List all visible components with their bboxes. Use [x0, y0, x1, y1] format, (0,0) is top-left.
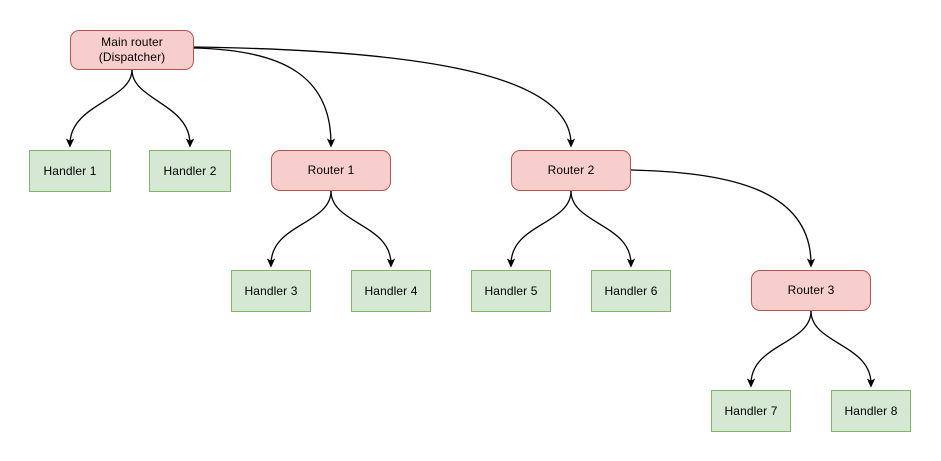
node-label-handler-4: Handler 4: [364, 283, 418, 298]
edge-main-to-router-1: [193, 47, 336, 148]
node-main-router[interactable]: Main router (Dispatcher): [70, 30, 194, 70]
node-router-2[interactable]: Router 2: [511, 150, 631, 191]
node-handler-8[interactable]: Handler 8: [831, 390, 911, 432]
node-label-handler-3: Handler 3: [244, 283, 298, 298]
edge-r1-to-handler-3: [266, 190, 332, 268]
node-label-router-1: Router 1: [307, 163, 355, 177]
node-label-handler-5: Handler 5: [484, 283, 538, 298]
edge-main-to-handler-1: [65, 69, 133, 148]
edge-r2-to-handler-5: [506, 190, 572, 268]
node-label-handler-1: Handler 1: [43, 163, 97, 178]
node-handler-3[interactable]: Handler 3: [231, 270, 311, 312]
node-label-router-3: Router 3: [787, 283, 835, 297]
node-router-3[interactable]: Router 3: [751, 270, 871, 311]
node-label-handler-8: Handler 8: [844, 403, 898, 418]
node-label-handler-7: Handler 7: [724, 403, 778, 418]
node-handler-5[interactable]: Handler 5: [471, 270, 551, 312]
edge-r3-to-handler-8: [810, 310, 876, 388]
node-router-1[interactable]: Router 1: [271, 150, 391, 191]
edge-main-to-handler-2: [131, 69, 195, 148]
node-label-router-2: Router 2: [547, 163, 595, 177]
edge-r2-to-handler-6: [570, 190, 636, 268]
edge-path-group: [65, 46, 876, 388]
node-handler-4[interactable]: Handler 4: [351, 270, 431, 312]
node-label-handler-6: Handler 6: [604, 283, 658, 298]
node-handler-1[interactable]: Handler 1: [29, 150, 111, 192]
edge-main-to-router-2: [193, 46, 576, 148]
node-handler-2[interactable]: Handler 2: [149, 150, 231, 192]
edge-r3-to-handler-7: [746, 310, 812, 388]
node-label-handler-2: Handler 2: [163, 163, 217, 178]
edge-r1-to-handler-4: [330, 190, 396, 268]
node-handler-7[interactable]: Handler 7: [711, 390, 791, 432]
node-handler-6[interactable]: Handler 6: [591, 270, 671, 312]
edge-r2-to-router-3: [630, 169, 816, 268]
node-label-main-router: Main router (Dispatcher): [98, 35, 166, 64]
